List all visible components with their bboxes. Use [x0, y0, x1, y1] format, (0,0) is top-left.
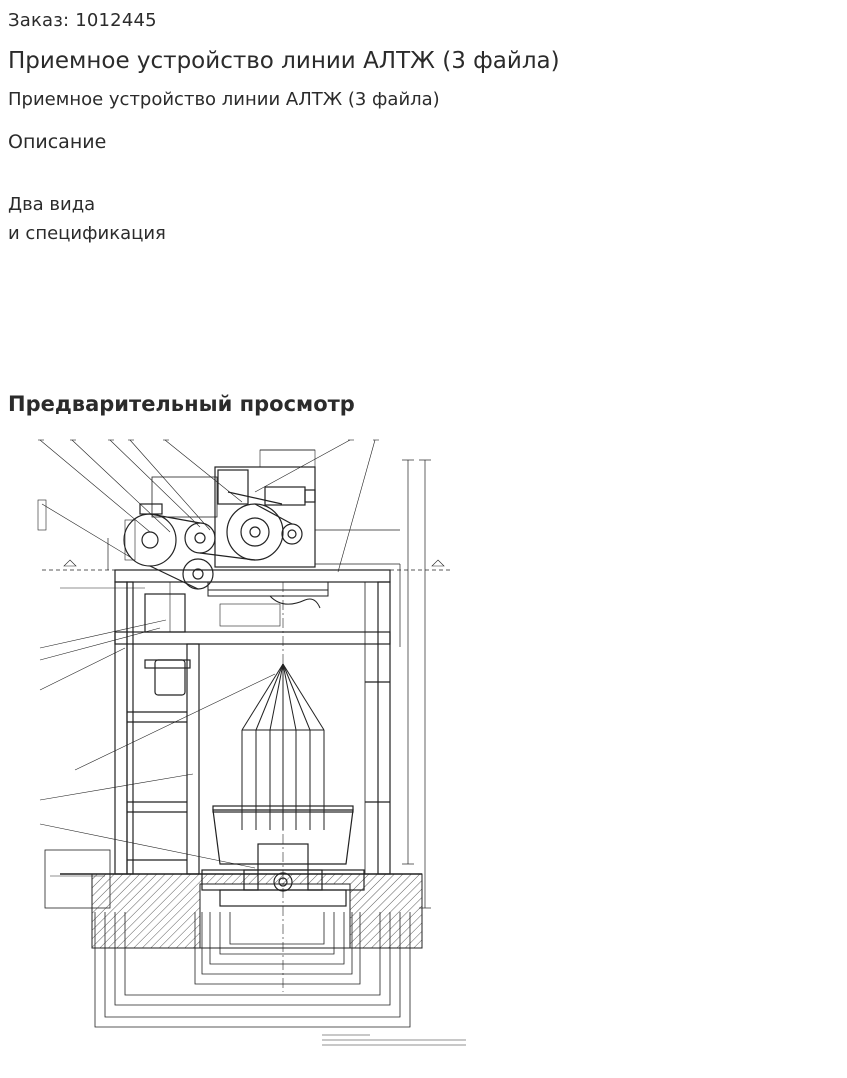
pit-dimension-lines: [94, 912, 411, 1028]
bottom-tray: [201, 805, 365, 907]
callout-leaders: [39, 439, 376, 869]
motor-assembly: [123, 476, 256, 590]
description-heading: Описание: [8, 131, 107, 153]
upper-shaft: [169, 581, 329, 632]
callout-markers: [37, 439, 445, 567]
description-line: Два вида: [8, 194, 96, 215]
drive-unit: [214, 449, 316, 568]
receiving-cone: [241, 582, 325, 992]
main-frame: [114, 569, 391, 875]
preview-heading: Предварительный просмотр: [8, 392, 355, 416]
order-number: Заказ: 1012445: [8, 10, 157, 31]
page-title: Приемное устройство линии АЛТЖ (3 файла): [8, 48, 560, 74]
description-line: и спецификация: [8, 223, 166, 244]
dimension-lines: [42, 449, 450, 909]
page-subtitle: Приемное устройство линии АЛТЖ (3 файла): [8, 89, 440, 110]
foundation-section: [44, 849, 423, 949]
technical-drawing-preview[interactable]: [30, 432, 470, 1052]
drawing-notes: [322, 1034, 466, 1046]
